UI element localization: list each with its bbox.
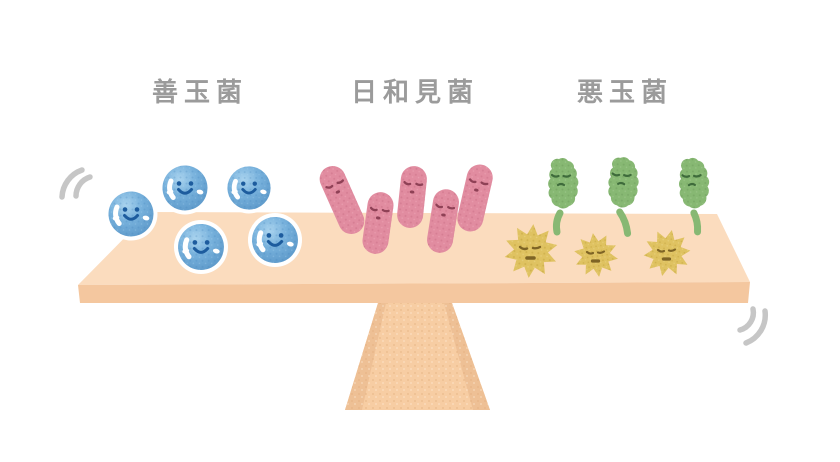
- sleepy-face-icon: [403, 180, 424, 194]
- sleepy-face-icon: [468, 178, 489, 192]
- wobble-arc-icon: [59, 167, 85, 200]
- label-good-bacteria: 善玉菌: [151, 78, 248, 108]
- good-bacterium: [104, 187, 158, 241]
- happy-face-icon: [176, 181, 194, 195]
- wobble-arc-icon: [737, 306, 757, 333]
- wobble-marks-right: [737, 306, 769, 346]
- label-bad-bacteria: 悪玉菌: [576, 78, 673, 108]
- happy-face-icon: [192, 240, 210, 254]
- opportunistic-bacterium: [397, 166, 427, 228]
- opportunistic-bacteria-group: [319, 164, 493, 254]
- grumpy-face-icon: [518, 245, 542, 260]
- good-bacterium: [158, 161, 212, 215]
- plank-front-face: [78, 282, 750, 303]
- good-bacterium: [223, 162, 275, 214]
- good-bacterium: [173, 219, 229, 275]
- bad-bacteria-yellow-group: [503, 221, 694, 281]
- grumpy-face-icon: [656, 248, 677, 261]
- happy-face-icon: [266, 233, 284, 247]
- sleepy-face-icon: [325, 179, 345, 194]
- bad-bacterium-yellow: [640, 225, 694, 281]
- opportunistic-bacterium: [362, 192, 394, 254]
- opportunistic-bacterium: [319, 165, 365, 235]
- bad-bacteria-green-group: [548, 156, 711, 237]
- happy-face-icon: [122, 207, 140, 221]
- bad-bacterium-green: [607, 156, 640, 237]
- good-bacteria-group: [104, 161, 303, 275]
- plank-top-face: [78, 212, 750, 285]
- bad-bacterium-yellow: [572, 230, 620, 280]
- bad-bacterium-green: [678, 157, 711, 236]
- wobble-arc-icon: [743, 308, 769, 346]
- seesaw-plank: [78, 212, 750, 303]
- sleepy-face-icon: [369, 206, 390, 220]
- opportunistic-bacterium: [427, 189, 459, 253]
- grumpy-face-icon: [681, 174, 702, 187]
- sleepy-face-icon: [435, 203, 456, 217]
- bad-bacterium-green: [548, 157, 579, 236]
- happy-face-icon: [241, 181, 257, 195]
- wobble-marks-left: [59, 167, 93, 200]
- good-bacterium: [247, 212, 303, 268]
- bad-bacterium-yellow: [503, 221, 559, 281]
- label-opportunistic-bacteria: 日和見菌: [350, 78, 479, 108]
- seesaw-pedestal: [345, 303, 490, 410]
- wobble-arc-icon: [73, 174, 93, 199]
- grumpy-face-icon: [611, 172, 632, 186]
- opportunistic-bacterium: [457, 164, 493, 232]
- grumpy-face-icon: [585, 250, 606, 263]
- grumpy-face-icon: [550, 173, 572, 187]
